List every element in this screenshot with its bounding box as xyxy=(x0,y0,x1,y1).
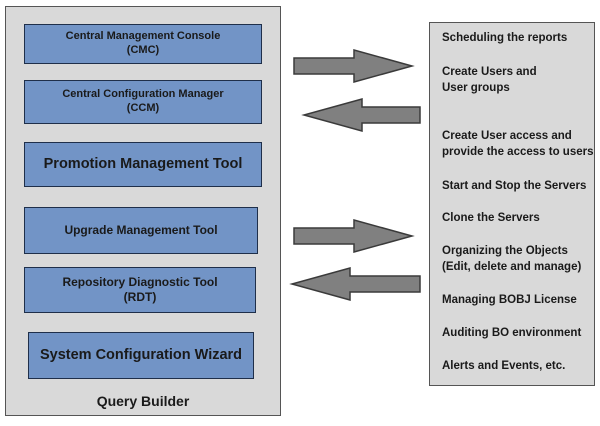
tool-box-cmc: Central Management Console (CMC) xyxy=(24,24,262,64)
tool-label-ccm: Central Configuration Manager (CCM) xyxy=(62,88,224,114)
admin-tools-panel: Central Management Console (CMC) Central… xyxy=(5,6,281,416)
task-item: Create User access and provide the acces… xyxy=(442,130,594,158)
tool-box-promotion-management: Promotion Management Tool xyxy=(24,142,262,187)
right-arrow-top xyxy=(293,49,415,83)
task-item: Managing BOBJ License xyxy=(442,294,577,306)
panel-footer-query-builder: Query Builder xyxy=(96,393,190,409)
tool-box-system-configuration-wizard: System Configuration Wizard xyxy=(28,332,254,379)
tool-box-ccm: Central Configuration Manager (CCM) xyxy=(24,80,262,124)
tool-label-system-configuration-wizard: System Configuration Wizard xyxy=(39,347,243,364)
tool-box-repository-diagnostic: Repository Diagnostic Tool (RDT) xyxy=(24,267,256,313)
tool-label-repository-diagnostic: Repository Diagnostic Tool (RDT) xyxy=(62,275,218,304)
right-arrow-bottom xyxy=(293,219,415,253)
task-item: Alerts and Events, etc. xyxy=(442,360,566,372)
tool-label-promotion-management: Promotion Management Tool xyxy=(43,156,243,173)
left-arrow-top xyxy=(301,98,421,132)
left-arrow-bottom xyxy=(289,267,421,301)
task-item: Scheduling the reports xyxy=(442,32,568,44)
tool-label-upgrade-management: Upgrade Management Tool xyxy=(64,223,218,237)
admin-tasks-panel: Scheduling the reports Create Users and … xyxy=(429,22,595,386)
task-item: Clone the Servers xyxy=(442,212,540,224)
task-item: Auditing BO environment xyxy=(442,327,582,339)
task-item: Create Users and User groups xyxy=(442,66,537,94)
tool-label-cmc: Central Management Console (CMC) xyxy=(65,30,221,56)
task-item: Organizing the Objects (Edit, delete and… xyxy=(442,245,582,273)
tool-box-upgrade-management: Upgrade Management Tool xyxy=(24,207,258,254)
task-item: Start and Stop the Servers xyxy=(442,180,587,192)
